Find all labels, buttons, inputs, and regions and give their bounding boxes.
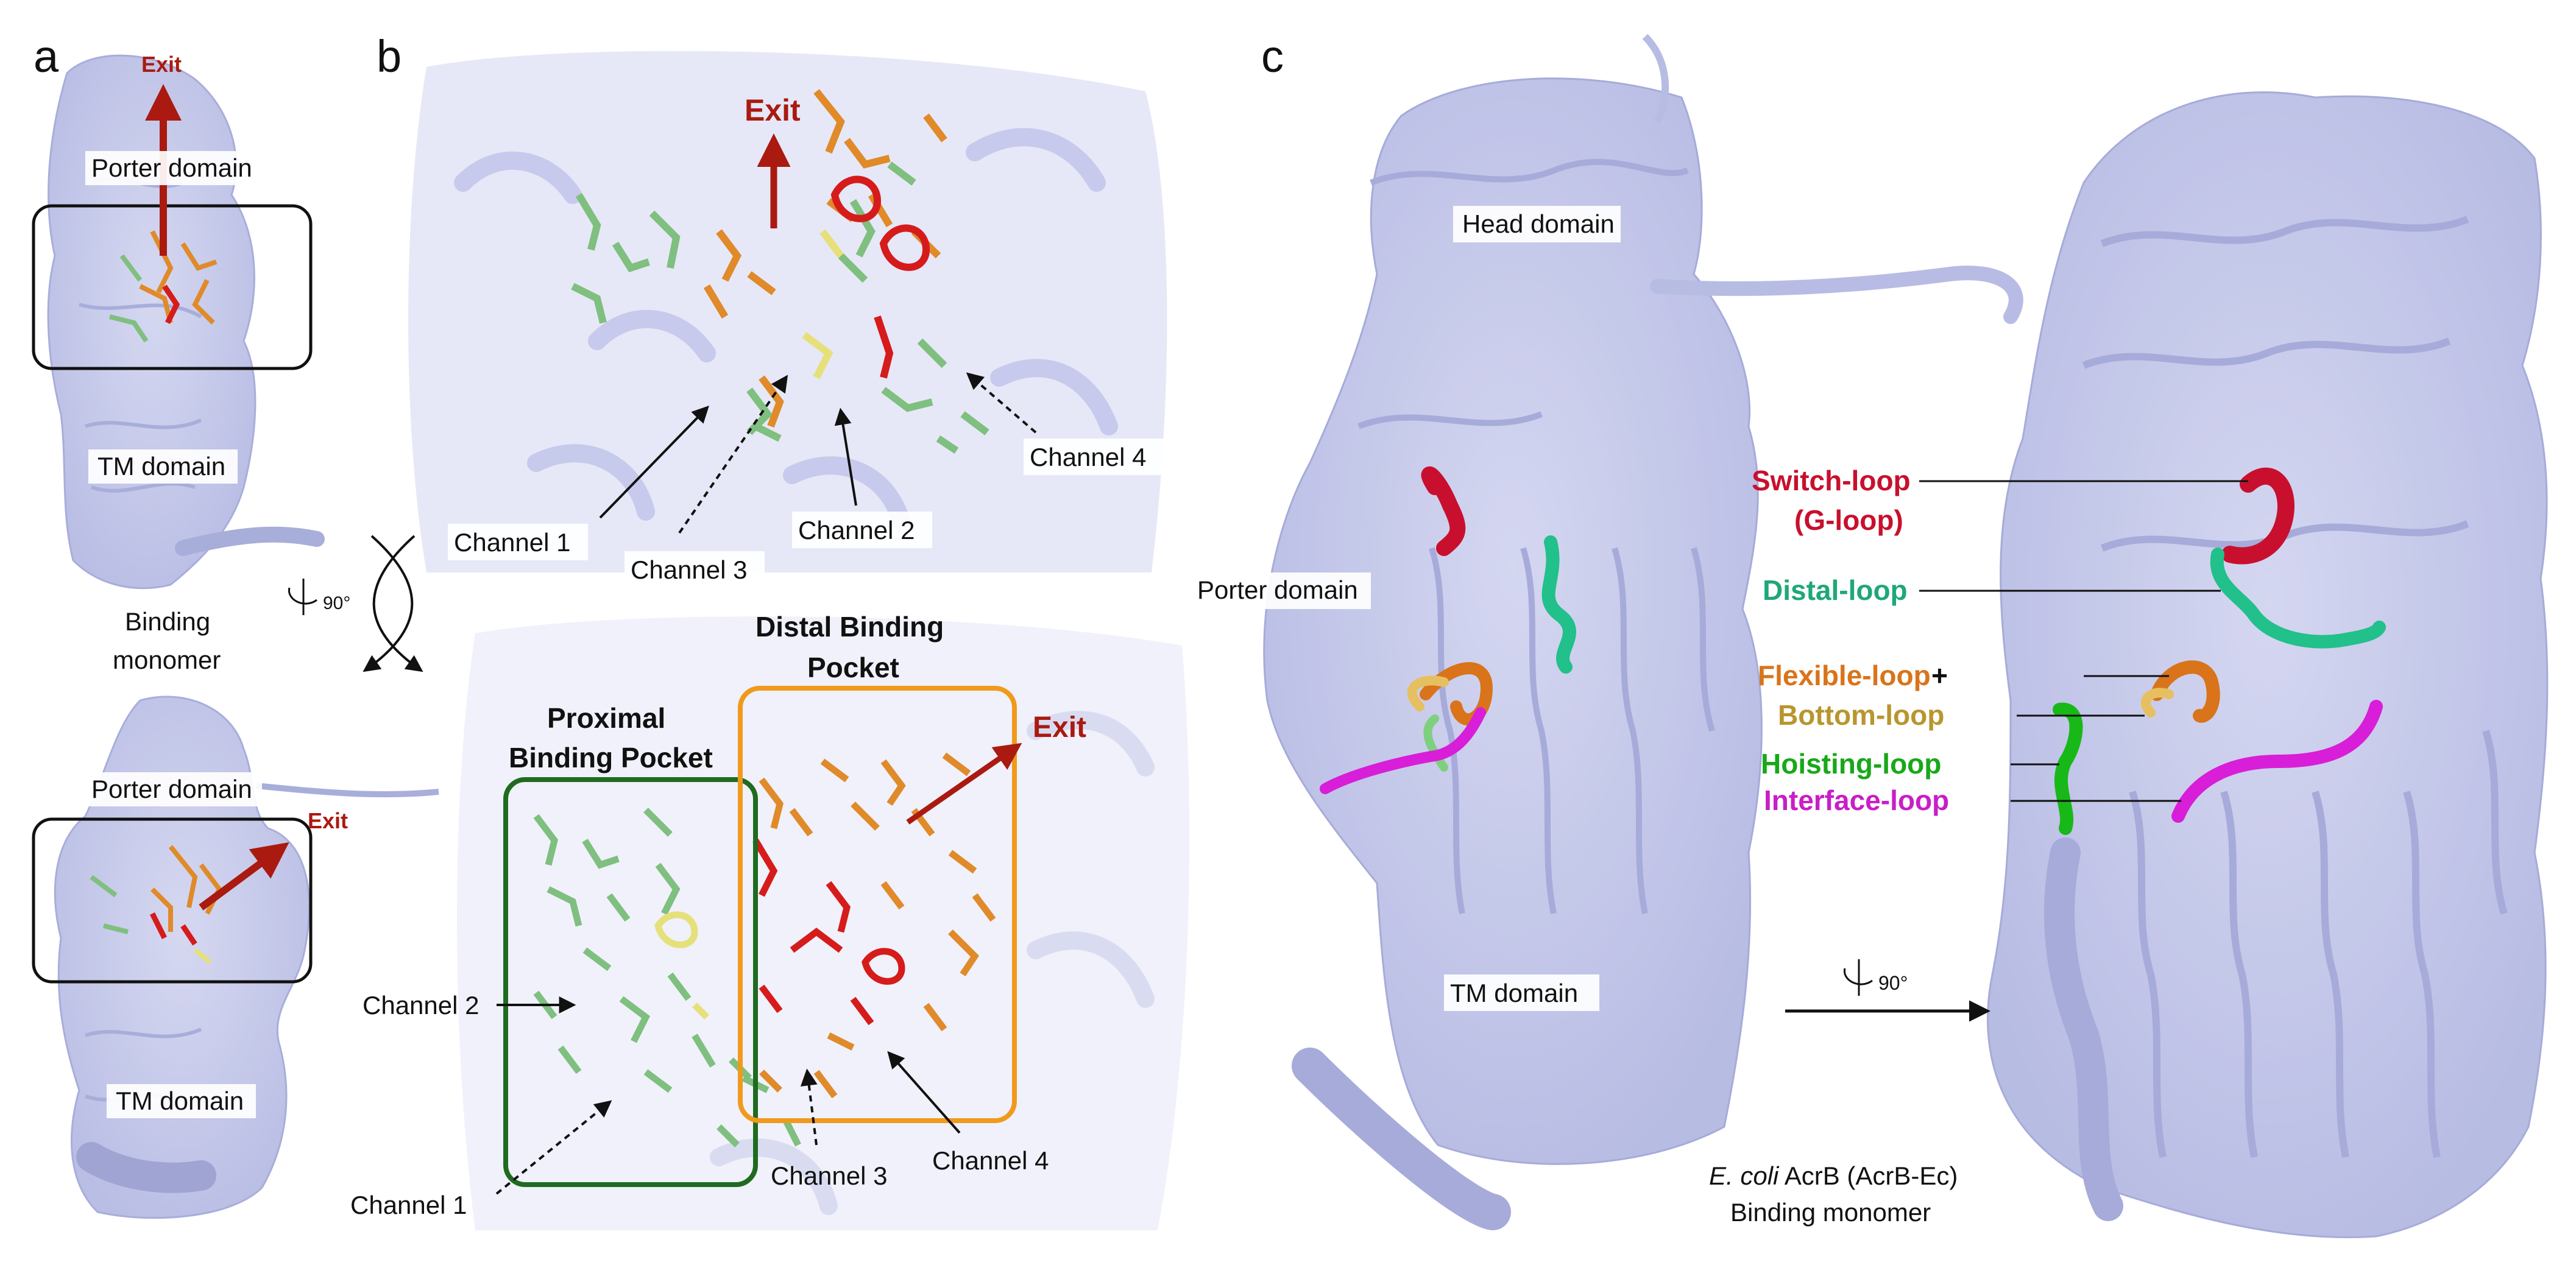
panel-b-channel1-bottom: Channel 1 <box>350 1191 467 1219</box>
panel-b-proximal-title-line2: Binding Pocket <box>509 742 713 773</box>
panel-c-right-interface-loop <box>2171 700 2383 823</box>
panel-c: c Head domain Por <box>1191 31 2549 1239</box>
panel-c-letter: c <box>1261 31 1284 82</box>
panel-c-flexible-loop-label: Flexible-loop <box>1758 660 1931 691</box>
panel-b-channel2-top-bg <box>792 512 932 548</box>
panel-a-exit-label-bottom: Exit <box>308 808 348 833</box>
panel-a-binding-line2: monomer <box>113 646 221 674</box>
panel-c-left-flexible-loop <box>1420 662 1493 726</box>
panel-c-right-flexible-loop <box>2150 660 2220 723</box>
panel-b-channel1-arrow-bottom <box>495 1100 612 1195</box>
panel-b-channel3-arrow-top <box>678 375 788 534</box>
panel-a-tm-domain-top: TM domain <box>97 452 225 481</box>
panel-c-caption-line2: Binding monomer <box>1730 1198 1931 1227</box>
panel-a-bottom-residues <box>90 845 222 965</box>
panel-a-porter-top-bg <box>85 151 259 185</box>
panel-a-tm-top-bg <box>88 449 238 484</box>
panel-b-proximal-title-line1: Proximal <box>547 702 665 734</box>
panel-a-exit-label-top: Exit <box>141 52 182 77</box>
panel-c-flexible-loop-plus: + <box>1931 660 1948 691</box>
panel-b-channel4-bottom: Channel 4 <box>932 1146 1049 1175</box>
panel-a-tm-bottom-bg <box>107 1084 256 1118</box>
panel-c-head-domain-bg <box>1453 206 1621 242</box>
panel-c-left-loops <box>1320 466 1576 794</box>
panel-c-loop-leaders <box>1919 480 2248 802</box>
panel-b-channel1-arrow-top <box>599 405 709 519</box>
panel-a-porter-domain-bottom: Porter domain <box>91 775 252 803</box>
panel-c-caption-rest: AcrB (AcrB-Ec) <box>1778 1161 1958 1190</box>
panel-a-bottom-box <box>32 817 313 984</box>
panel-a-tm-domain-bottom: TM domain <box>116 1087 244 1115</box>
panel-a-top-protein <box>47 54 325 590</box>
panel-b: b Exit <box>350 31 1189 1230</box>
panel-b-top-view: Exit Channel 1 Channel 3 Channel 2 Chann… <box>408 51 1167 588</box>
panel-b-top-residues <box>571 89 989 454</box>
panel-c-caption-line1: E. coli AcrB (AcrB-Ec) <box>1709 1161 1958 1190</box>
panel-b-bottom-view: Exit Proximal Binding Pocket Distal Bind… <box>350 611 1189 1230</box>
panel-c-left-interface-loop <box>1320 707 1486 794</box>
panel-c-interface-loop-label: Interface-loop <box>1764 784 1949 816</box>
panel-c-left-protein <box>1263 33 2023 1230</box>
panel-a-top-residues <box>109 230 218 343</box>
panel-a-letter: a <box>34 31 59 82</box>
panel-a-porter-bottom-bg <box>85 772 262 806</box>
panel-c-caption-italic: E. coli <box>1709 1161 1780 1190</box>
panel-b-channel3-top: Channel 3 <box>631 555 747 584</box>
panel-b-channel3-arrow-bottom <box>800 1068 818 1146</box>
panel-b-exit-label-top: Exit <box>745 93 801 127</box>
panel-b-distal-box <box>738 686 1017 1123</box>
panel-b-channel4-arrow-top <box>966 372 1037 434</box>
panel-c-distal-loop-label: Distal-loop <box>1763 574 1908 606</box>
panel-c-right-loops <box>2053 467 2386 835</box>
panel-b-channel4-top: Channel 4 <box>1030 443 1146 471</box>
panel-b-distal-title-line1: Distal Binding <box>755 611 944 643</box>
panel-b-channel2-bottom: Channel 2 <box>363 991 479 1020</box>
panel-b-channel2-top: Channel 2 <box>798 516 915 544</box>
panel-c-hoisting-loop-label: Hoisting-loop <box>1761 748 1941 780</box>
panel-a: a Exit Porter domain TM domain 90° Bindi <box>32 31 439 1219</box>
panel-b-distal-title-line2: Pocket <box>807 652 899 683</box>
panel-a-top-box <box>32 204 313 370</box>
panel-c-porter-domain-bg <box>1191 573 1371 609</box>
panel-b-exit-arrow-bottom <box>906 742 1022 825</box>
panel-c-bottom-loop-label: Bottom-loop <box>1778 699 1944 731</box>
panel-b-channel3-bottom: Channel 3 <box>771 1161 887 1190</box>
panel-c-left-hoisting-loop <box>1423 714 1448 772</box>
panel-c-right-switch-loop <box>2221 467 2295 565</box>
panel-b-channel1-top: Channel 1 <box>454 528 570 557</box>
panel-c-tm-domain: TM domain <box>1450 979 1578 1007</box>
panel-a-rotation-symbol: 90° <box>288 535 423 672</box>
panel-a-porter-domain-top: Porter domain <box>91 153 252 182</box>
panel-c-rotation-label: 90° <box>1878 972 1908 994</box>
panel-b-channel3-top-bg <box>625 551 765 588</box>
panel-c-left-distal-loop <box>1541 535 1576 674</box>
panel-b-proximal-box <box>503 777 758 1187</box>
panel-b-channel1-top-bg <box>448 524 588 560</box>
panel-c-porter-domain: Porter domain <box>1197 576 1358 604</box>
panel-c-left-switch-loop <box>1421 466 1466 556</box>
panel-b-channel4-arrow-bottom <box>887 1051 961 1134</box>
panel-a-binding-line1: Binding <box>125 607 210 636</box>
panel-a-rotation-label: 90° <box>323 593 350 613</box>
panel-c-switch-loop-label: Switch-loop <box>1752 465 1911 496</box>
panel-b-channel2-arrow-top <box>834 407 857 506</box>
panel-c-right-bottom-loop <box>2141 688 2174 717</box>
panel-c-right-protein <box>1987 91 2549 1239</box>
panel-c-right-distal-loop <box>2210 548 2386 649</box>
panel-c-rotation: 90° <box>1785 959 1990 1022</box>
panel-c-left-bottom-loop <box>1407 675 1449 711</box>
panel-a-exit-arrow-bottom <box>199 842 289 911</box>
panel-b-channel4-top-bg <box>1024 439 1164 475</box>
panel-c-head-domain: Head domain <box>1462 210 1615 238</box>
panel-b-letter: b <box>377 31 402 82</box>
panel-b-proximal-residues <box>533 808 770 1147</box>
panel-c-tm-domain-bg <box>1444 974 1599 1011</box>
panel-c-switch-loop-label-line2: (G-loop) <box>1794 504 1903 536</box>
panel-b-exit-label-bottom: Exit <box>1033 711 1086 744</box>
